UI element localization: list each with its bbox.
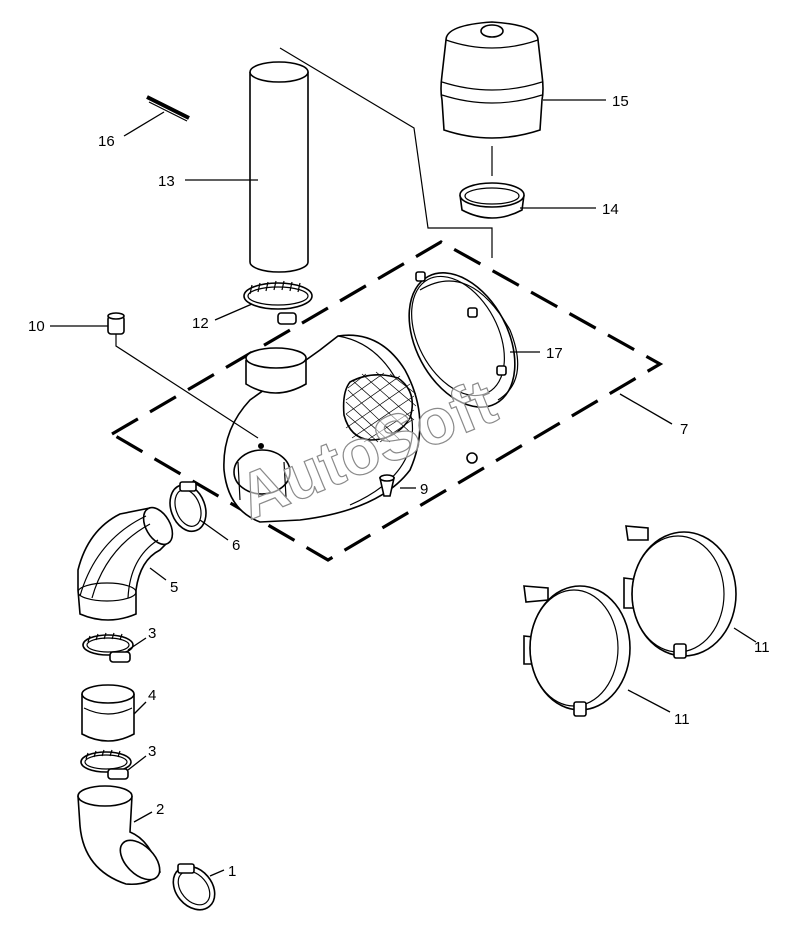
part-3-hose-clamp-lower: [80, 749, 132, 780]
part-11-mounting-band-left: [523, 585, 631, 717]
callout-16: 16: [98, 133, 115, 150]
leader-lines: [50, 99, 757, 877]
callout-2: 2: [156, 801, 164, 818]
part-5-elbow: [77, 506, 174, 621]
part-17-cover: [408, 271, 519, 408]
callout-3-upper: 3: [148, 625, 156, 642]
part-2-lower-elbow: [77, 785, 161, 886]
callout-1: 1: [228, 863, 236, 880]
callout-4: 4: [148, 687, 156, 704]
callout-9: 9: [420, 481, 428, 498]
callout-6: 6: [232, 537, 240, 554]
callout-14: 14: [602, 201, 619, 218]
part-16-strip: [146, 95, 190, 122]
callout-17: 17: [546, 345, 563, 362]
callout-7: 7: [680, 421, 688, 438]
part-10-service-indicator: [107, 312, 259, 439]
part-12-hose-clamp: [243, 280, 313, 325]
part-11-mounting-band-right: [623, 525, 737, 659]
callout-labels: 10 16 13 12 15 14 17 7 9 6 5 3 4 3 2 1 1…: [28, 93, 770, 880]
part-13-intake-tube: [249, 61, 309, 273]
callout-10: 10: [28, 318, 45, 335]
part-3-hose-clamp-upper: [82, 632, 134, 663]
callout-11-left: 11: [674, 711, 690, 728]
part-4-sleeve: [81, 684, 135, 742]
callout-5: 5: [170, 579, 178, 596]
callout-11-right: 11: [754, 639, 770, 656]
part-6-hose-clamp: [169, 481, 207, 533]
callout-3-lower: 3: [148, 743, 156, 760]
callout-15: 15: [612, 93, 629, 110]
callout-12: 12: [192, 315, 209, 332]
part-9-valve: [379, 452, 478, 497]
part-14-sealing-ring: [459, 182, 525, 219]
filter-element-mesh: [342, 371, 417, 443]
part-1-hose-clamp: [172, 863, 216, 911]
callout-13: 13: [158, 173, 175, 190]
part-15-precleaner-cap: [440, 21, 544, 176]
